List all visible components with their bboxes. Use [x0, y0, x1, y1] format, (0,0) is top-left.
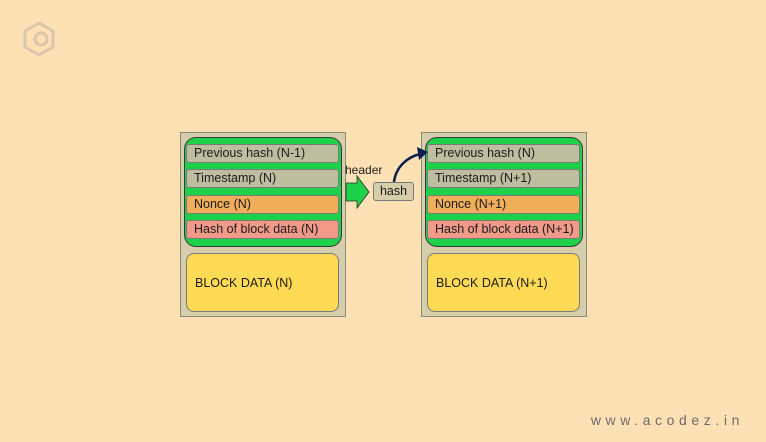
hash-link-arrow: [392, 152, 421, 183]
brand-swirl-icon: [23, 21, 55, 57]
block-n-plus-1-nonce: Nonce (N+1): [427, 195, 580, 214]
block-n-nonce: Nonce (N): [186, 195, 339, 214]
block-n-timestamp: Timestamp (N): [186, 169, 339, 188]
block-n-plus-1-data: BLOCK DATA (N+1): [427, 253, 580, 312]
block-n-data: BLOCK DATA (N): [186, 253, 339, 312]
hash-link-arrowhead-icon: [417, 147, 428, 160]
site-watermark: www.acodez.in: [590, 412, 744, 428]
block-n-previous-hash: Previous hash (N-1): [186, 144, 339, 163]
block-n-plus-1-timestamp: Timestamp (N+1): [427, 169, 580, 188]
block-n-plus-1-data-hash: Hash of block data (N+1): [427, 220, 580, 239]
block-n-data-hash: Hash of block data (N): [186, 220, 339, 239]
block-n-plus-1-previous-hash: Previous hash (N): [427, 144, 580, 163]
header-arrow-icon: [345, 174, 370, 210]
hash-box: hash: [373, 182, 414, 201]
header-label: header: [345, 163, 383, 177]
